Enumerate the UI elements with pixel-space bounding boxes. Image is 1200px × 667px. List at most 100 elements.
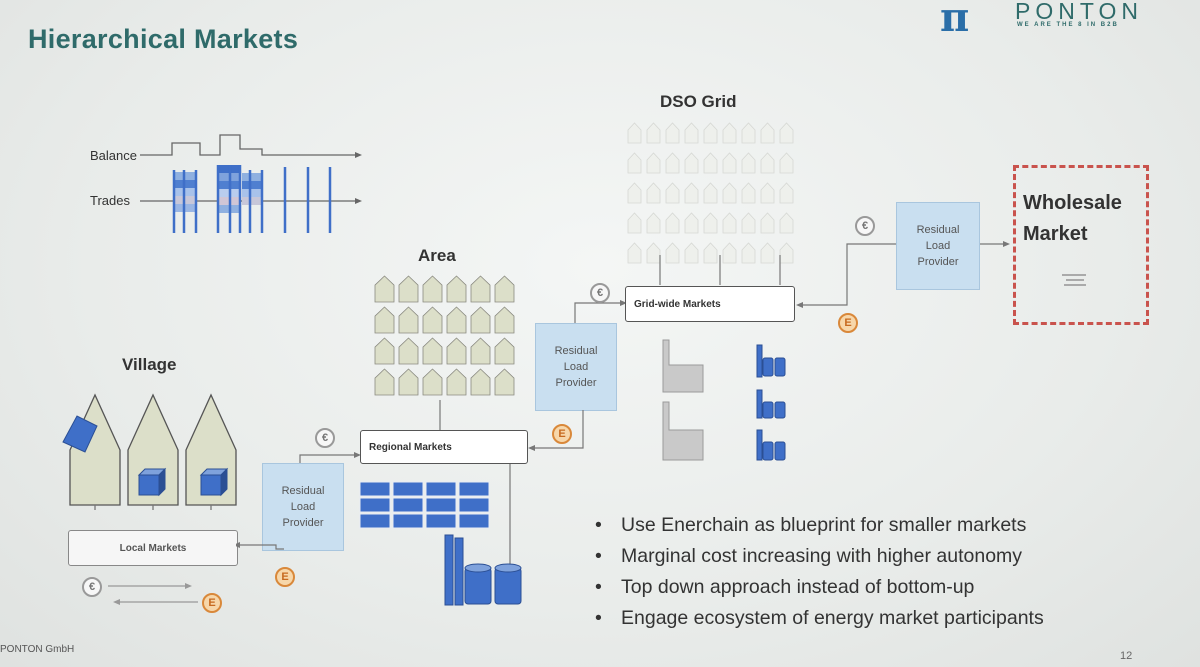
ponton-logo-icon: π (940, 0, 970, 41)
residual-load-provider-dso: Residual Load Provider (896, 202, 980, 290)
house-icon (722, 122, 737, 144)
house-icon (494, 275, 515, 303)
house-icon (470, 368, 491, 396)
area-label: Area (418, 246, 456, 265)
house-icon (422, 306, 443, 334)
house-icon (722, 242, 737, 264)
key-points-list: •Use Enerchain as blueprint for smaller … (595, 510, 1044, 634)
house-icon (760, 182, 775, 204)
euro-coin-icon: € (855, 216, 875, 236)
slide-title: Hierarchical Markets (28, 24, 299, 54)
village-provider-connectors (236, 452, 361, 550)
provider-label-line1: Residual (281, 485, 325, 497)
house-icon (779, 122, 794, 144)
house-icon (684, 212, 699, 234)
provider-label-line3: Provider (555, 377, 597, 389)
provider-label-line2: Load (563, 361, 589, 373)
house-icon (646, 152, 661, 174)
house-icon (398, 337, 419, 365)
regional-markets-label: Regional Markets (369, 441, 452, 453)
house-icon (741, 182, 756, 204)
footer-company: PONTON GmbH (0, 644, 75, 655)
house-icon (494, 368, 515, 396)
house-icon (470, 306, 491, 334)
house-icon (627, 152, 642, 174)
house-icon (665, 212, 680, 234)
house-icon (760, 152, 775, 174)
residual-load-provider-area: Residual Load Provider (535, 323, 617, 411)
house-icon (446, 306, 467, 334)
house-icon (760, 242, 775, 264)
bullet-item: •Engage ecosystem of energy market parti… (595, 607, 1044, 629)
grid-wide-markets-box: Grid-wide Markets (625, 286, 795, 322)
house-icon (374, 368, 395, 396)
house-icon (374, 306, 395, 334)
house-icon (446, 368, 467, 396)
house-icon (470, 275, 491, 303)
trades-label: Trades (90, 193, 130, 208)
house-icon (665, 122, 680, 144)
house-icon (703, 152, 718, 174)
house-icon (703, 182, 718, 204)
enerchain-logo-icon (1062, 274, 1086, 286)
house-icon (646, 182, 661, 204)
area-assets (359, 400, 522, 606)
area-provider-connectors (528, 300, 627, 451)
bullet-item: •Top down approach instead of bottom-up (595, 576, 975, 598)
house-icon (374, 337, 395, 365)
provider-label-line2: Load (290, 501, 316, 513)
balance-label: Balance (90, 148, 137, 163)
house-icon (665, 242, 680, 264)
wholesale-market-label: Wholesale Market (1023, 188, 1122, 250)
house-icon (684, 182, 699, 204)
dso-grid-houses (627, 122, 794, 285)
balance-trades-timeline (140, 134, 362, 233)
house-icon (446, 275, 467, 303)
energy-coin-icon: E (202, 593, 222, 613)
house-icon (646, 242, 661, 264)
house-icon (760, 212, 775, 234)
house-icon (741, 152, 756, 174)
house-icon (665, 152, 680, 174)
house-icon (374, 275, 395, 303)
house-icon (398, 368, 419, 396)
house-icon (703, 212, 718, 234)
house-icon (398, 306, 419, 334)
house-icon (627, 182, 642, 204)
house-icon (422, 275, 443, 303)
house-icon (494, 337, 515, 365)
village-flow-arrows (108, 583, 198, 605)
house-icon (722, 182, 737, 204)
area-houses-grid (374, 275, 515, 396)
residual-load-provider-village: Residual Load Provider (262, 463, 344, 551)
house-icon (684, 152, 699, 174)
dso-grid-label: DSO Grid (660, 92, 737, 111)
local-markets-label: Local Markets (119, 542, 187, 554)
house-icon (741, 242, 756, 264)
house-icon (422, 368, 443, 396)
wholesale-label-line2: Market (1023, 223, 1088, 245)
house-icon (446, 337, 467, 365)
house-icon (703, 242, 718, 264)
house-icon (779, 182, 794, 204)
house-icon (703, 122, 718, 144)
brand-tagline: WE ARE THE 8 IN B2B (1017, 22, 1119, 28)
dso-assets (662, 339, 786, 461)
euro-coin-icon: € (590, 283, 610, 303)
house-icon (422, 337, 443, 365)
house-icon (779, 152, 794, 174)
energy-coin-icon: E (552, 424, 572, 444)
house-icon (627, 242, 642, 264)
village-label: Village (122, 355, 177, 374)
house-icon (627, 212, 642, 234)
provider-label-line3: Provider (282, 517, 324, 529)
house-icon (684, 122, 699, 144)
house-icon (760, 122, 775, 144)
house-icon (398, 275, 419, 303)
provider-label-line1: Residual (554, 345, 598, 357)
dso-provider-connectors (796, 241, 1010, 308)
house-icon (470, 337, 491, 365)
provider-label-line2: Load (925, 240, 951, 252)
house-icon (741, 122, 756, 144)
house-icon (722, 152, 737, 174)
